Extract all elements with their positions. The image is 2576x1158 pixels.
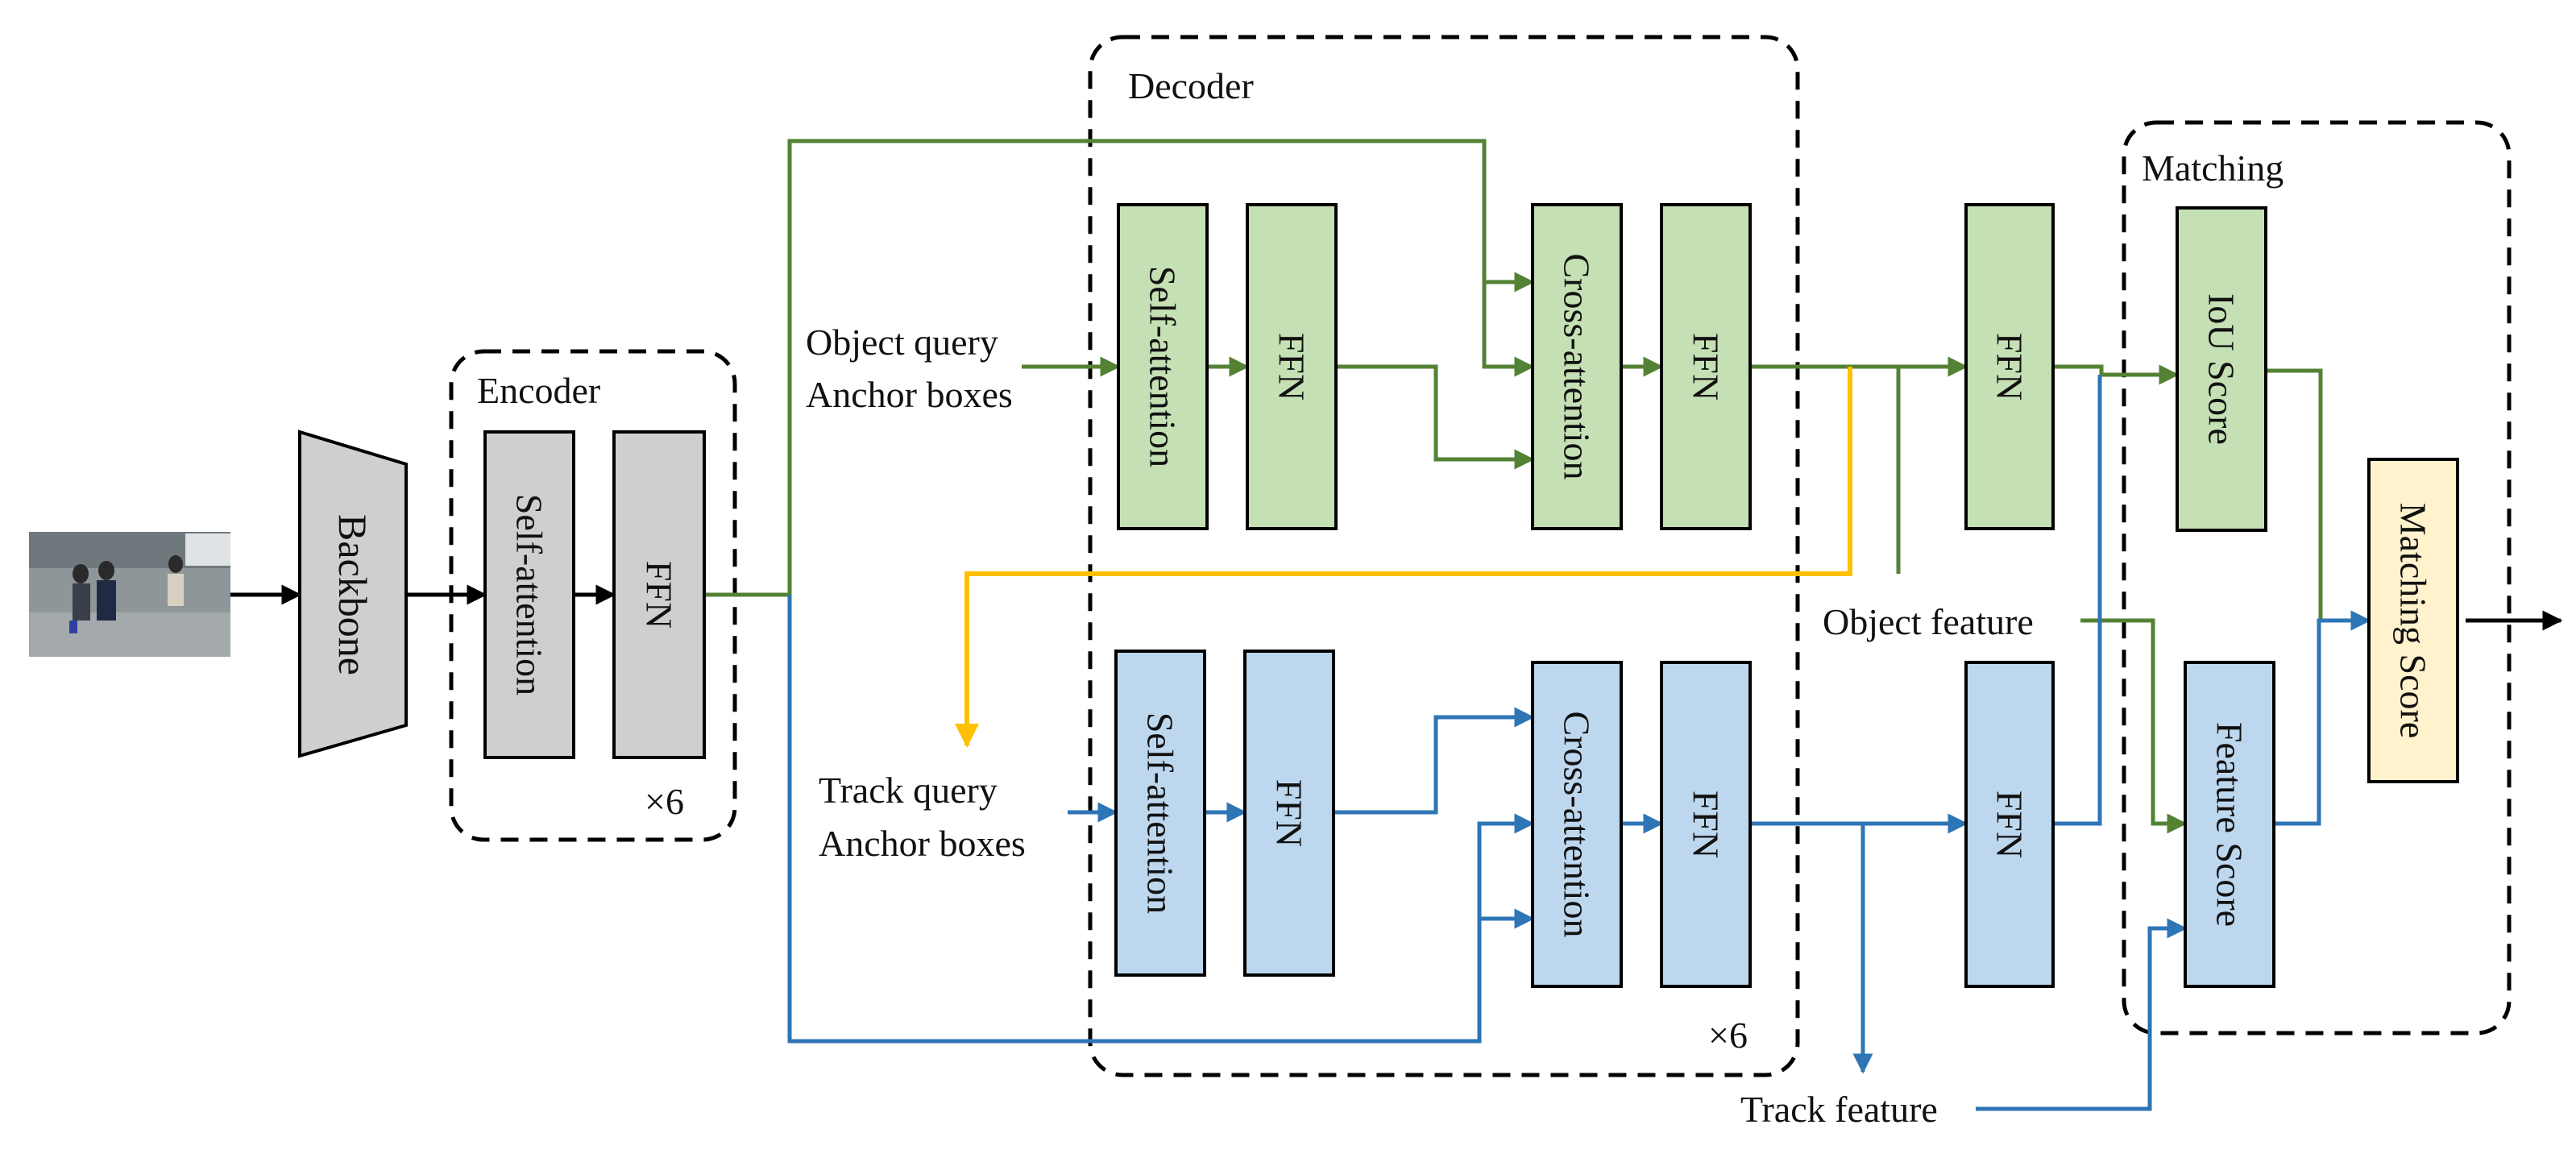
obj-ffn1-block <box>1246 203 1338 530</box>
obj-cross-attention-label: Cross-attention <box>1557 253 1598 479</box>
decoder-repeat-label: ×6 <box>1708 1015 1748 1056</box>
obj-ffn1-label: FFN <box>1271 333 1313 401</box>
matching-score-label: Matching Score <box>2393 503 2434 739</box>
trk-ffn1-block <box>1243 650 1335 977</box>
black-connectors <box>230 584 2563 631</box>
trk-ffn1-label: FFN <box>1269 779 1310 847</box>
backbone-label: Backbone <box>330 514 375 675</box>
trk-ffn2-label: FFN <box>1686 791 1727 858</box>
track-anchor-boxes-label: Anchor boxes <box>819 823 1026 864</box>
enc-self-attention-block <box>483 430 575 759</box>
matching-title: Matching <box>2142 147 2284 189</box>
trk-ffn3-label: FFN <box>1989 791 2031 858</box>
backbone-block <box>298 430 408 758</box>
feature-score-label: Feature Score <box>2209 722 2250 927</box>
track-query-label: Track query <box>819 770 998 811</box>
object-anchor-boxes-label: Anchor boxes <box>806 374 1013 415</box>
iou-score-label: IoU Score <box>2201 293 2242 445</box>
blue-connectors <box>787 375 2371 1111</box>
matching-group <box>2122 120 2512 1036</box>
obj-cross-attention-block <box>1531 203 1623 530</box>
enc-ffn-label: FFN <box>639 561 680 629</box>
yellow-connector <box>955 367 1852 748</box>
trk-self-attention-block <box>1114 650 1206 977</box>
decoder-group <box>1088 35 1800 1077</box>
obj-ffn3-block <box>1964 203 2055 530</box>
trk-cross-attention-label: Cross-attention <box>1557 711 1598 937</box>
object-feature-label: Object feature <box>1823 601 2034 642</box>
track-feature-label: Track feature <box>1740 1089 1938 1130</box>
encoder-repeat-label: ×6 <box>645 781 684 822</box>
iou-score-block <box>2176 206 2267 532</box>
input-image <box>29 532 230 657</box>
obj-ffn3-label: FFN <box>1989 333 2031 401</box>
trk-ffn3-block <box>1964 661 2055 988</box>
trk-cross-attention-block <box>1531 661 1623 988</box>
trk-ffn2-block <box>1660 661 1752 988</box>
matching-score-block <box>2367 458 2459 783</box>
trk-self-attention-label: Self-attention <box>1140 712 1181 914</box>
feature-score-block <box>2184 661 2275 988</box>
enc-ffn-block <box>612 430 706 759</box>
obj-ffn2-block <box>1660 203 1752 530</box>
obj-self-attention-block <box>1117 203 1209 530</box>
obj-self-attention-label: Self-attention <box>1143 266 1184 467</box>
encoder-title: Encoder <box>477 370 600 411</box>
object-feature-label-bg <box>1815 596 2080 648</box>
decoder-title: Decoder <box>1128 65 1254 106</box>
enc-self-attention-label: Self-attention <box>509 494 550 695</box>
obj-ffn2-label: FFN <box>1686 333 1727 401</box>
green-connectors <box>704 139 2371 834</box>
object-query-label: Object query <box>806 322 998 363</box>
